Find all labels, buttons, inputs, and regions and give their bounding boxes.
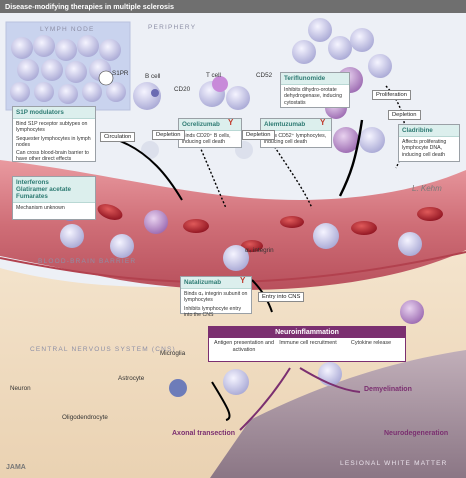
cd52-label: CD52 (256, 72, 273, 79)
neuroinflammation-item-2: Immune cell recruitment (279, 340, 337, 346)
periphery-cells (133, 18, 392, 159)
figure-title: Disease-modifying therapies in multiple … (0, 0, 466, 13)
s1p-line-1: Bind S1P receptor subtypes on lymphocyte… (16, 121, 88, 134)
depletion-tag-3: Depletion (388, 110, 421, 120)
pathway-arrows (111, 119, 364, 421)
blood-vessel (0, 160, 466, 290)
interferons-line-1: Mechanism unknown (16, 205, 65, 211)
s1p-modulators-title: S1P modulators (13, 107, 95, 119)
entry-cns-tag: Entry into CNS (258, 292, 305, 302)
ocrelizumab-title: Ocrelizumab (179, 119, 241, 131)
cladribine-box: Cladribine Affects proliferating lymphoc… (398, 124, 460, 162)
lesional-white-matter-region (210, 350, 466, 478)
outcome-arrows (239, 367, 361, 431)
lymph-node-label: LYMPH NODE (40, 26, 95, 33)
lesional-white-matter-label: LESIONAL WHITE MATTER (340, 460, 448, 467)
circulation-tag: Circulation (100, 132, 136, 142)
s1p-line-3: Can cross blood-brain barrier to have ot… (16, 150, 89, 163)
interferons-title-line-2: Glatiramer acetate (16, 186, 71, 193)
ocrelizumab-box: Ocrelizumab Binds CD20⁺ B cells, inducin… (178, 118, 242, 148)
t-cell-label: T cell (206, 72, 221, 79)
neuroinflammation-title: Neuroinflammation (209, 327, 405, 338)
s1p-modulators-box: S1P modulators Bind S1P receptor subtype… (12, 106, 96, 162)
periphery-label: PERIPHERY (148, 24, 197, 31)
axonal-transection-label: Axonal transection (172, 430, 236, 437)
natalizumab-box: Natalizumab Binds α₄ integrin subunit on… (180, 276, 252, 318)
neurodegeneration-label: Neurodegeneration (384, 430, 449, 437)
antibody-icon: Y (320, 118, 326, 127)
interferons-box: Interferons Glatiramer acetate Fumarates… (12, 176, 96, 220)
depletion-tag-2: Depletion (242, 130, 275, 140)
ocrelizumab-line-1: Binds CD20⁺ B cells, inducing cell death (182, 133, 231, 146)
cladribine-title: Cladribine (399, 125, 459, 137)
natalizumab-line-1: Binds α₄ integrin subunit on lymphocytes (184, 291, 248, 304)
b-cell-label: B cell (145, 73, 161, 80)
cladribine-line-1: Affects proliferating lymphocyte DNA, in… (402, 139, 447, 158)
astrocyte-label: Astrocyte (118, 375, 145, 382)
neuroinflammation-item-1: Antigen presentation and activation (214, 340, 274, 353)
depletion-tag-1: Depletion (152, 130, 185, 140)
demyelination-label: Demyelination (364, 386, 412, 393)
artist-signature: L. Kehm (412, 184, 442, 193)
teriflunomide-box: Teriflunomide Inhibits dihydro-orotate d… (280, 72, 350, 108)
interferons-title-line-1: Interferons (16, 179, 49, 186)
interferons-title: Interferons Glatiramer acetate Fumarates (13, 177, 95, 203)
alemtuzumab-title: Alemtuzumab (261, 119, 331, 131)
jama-logo: JAMA (6, 464, 26, 471)
bbb-label: BLOOD-BRAIN BARRIER (38, 258, 137, 265)
antibody-icon: Y (240, 276, 246, 285)
teriflunomide-title: Teriflunomide (281, 73, 349, 85)
lymph-node-cells (10, 35, 126, 104)
alemtuzumab-line-1: Binds CD52⁺ lymphocytes, inducing cell d… (264, 133, 327, 146)
alpha4-integrin-label: α₄ integrin (245, 247, 274, 254)
interferons-title-line-3: Fumarates (16, 193, 48, 200)
oligodendrocyte-label: Oligodendrocyte (62, 414, 108, 421)
s1p-line-2: Sequester lymphocytes in lymph nodes (16, 135, 91, 148)
cd20-label: CD20 (174, 86, 191, 93)
neuroinflammation-box: Neuroinflammation Antigen presentation a… (208, 326, 406, 362)
natalizumab-line-2: Inhibits lymphocyte entry into the CNS (184, 305, 242, 318)
microglia-label: Microglia (160, 350, 186, 357)
teriflunomide-line-1: Inhibits dihydro-orotate dehydrogenase, … (284, 87, 342, 106)
cns-label: CENTRAL NERVOUS SYSTEM (CNS) (30, 346, 176, 353)
antibody-icon: Y (228, 118, 234, 127)
s1pr-label: S1PR (112, 70, 129, 77)
proliferation-tag: Proliferation (372, 90, 411, 100)
neuron-label: Neuron (10, 385, 31, 392)
natalizumab-title: Natalizumab (181, 277, 251, 289)
neuroinflammation-item-3: Cytokine release (350, 340, 392, 346)
s1pr-magnified-cell (98, 70, 114, 86)
